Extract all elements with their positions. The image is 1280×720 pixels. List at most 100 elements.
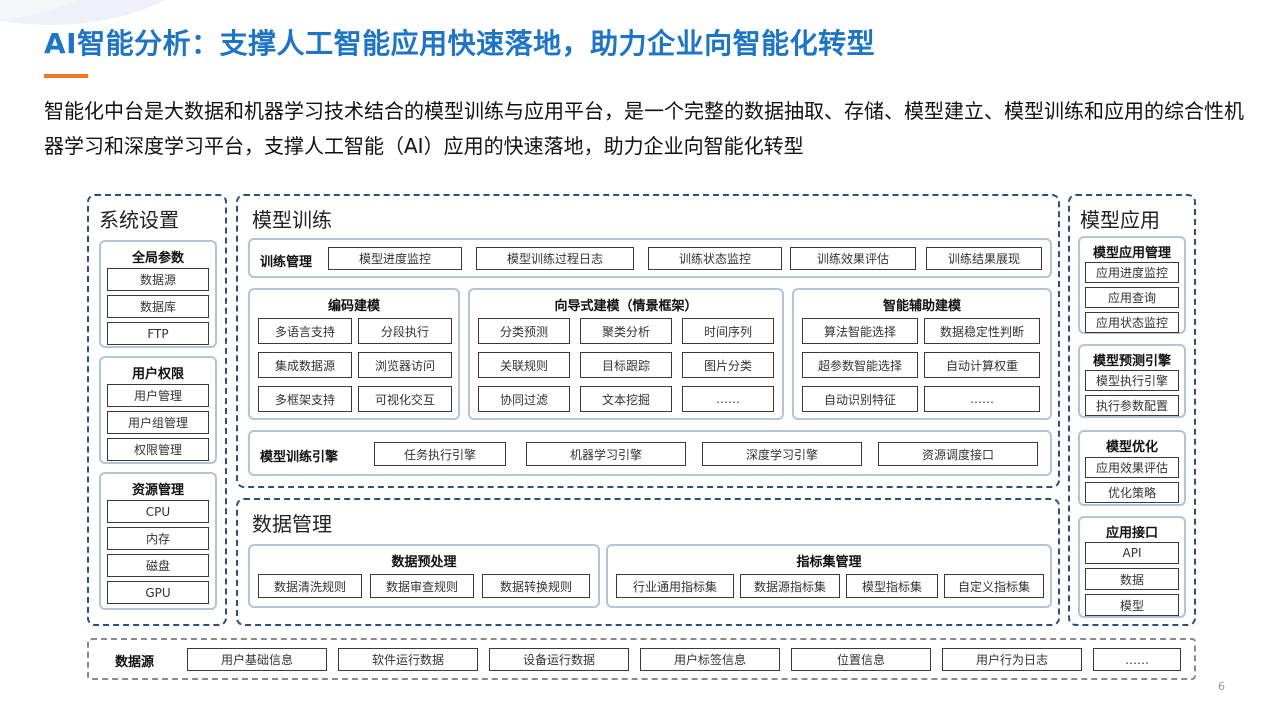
model-application-title: 模型应用 xyxy=(1080,208,1160,232)
app-mgmt-title: 模型应用管理 xyxy=(1092,246,1171,261)
resource-mgmt-item: 磁盘 xyxy=(107,554,209,577)
app-interface-item: API xyxy=(1085,542,1179,564)
coding-modeling-item: 浏览器访问 xyxy=(358,352,452,378)
app-interface-group: 应用接口 API 数据 模型 xyxy=(1078,516,1186,618)
resource-mgmt-item: 内存 xyxy=(107,527,209,550)
app-interface-item: 数据 xyxy=(1085,568,1179,590)
prediction-engine-item: 执行参数配置 xyxy=(1085,395,1179,416)
data-source-item: 用户标签信息 xyxy=(640,648,780,671)
smart-modeling-item: 算法智能选择 xyxy=(802,318,918,344)
guided-modeling-item: 聚类分析 xyxy=(580,318,672,344)
resource-mgmt-group: 资源管理 CPU 内存 磁盘 GPU xyxy=(99,472,217,610)
smart-modeling-item: 自动识别特征 xyxy=(802,386,918,412)
guided-modeling-title: 向导式建模（情景框架） xyxy=(554,299,698,314)
system-settings-panel: 系统设置 全局参数 数据源 数据库 FTP 用户权限 用户管理 用户组管理 权限… xyxy=(87,194,227,626)
resource-mgmt-item: CPU xyxy=(107,500,209,523)
user-permissions-item: 权限管理 xyxy=(107,438,209,461)
slide-title: AI智能分析：支撑人工智能应用快速落地，助力企业向智能化转型 xyxy=(44,27,876,60)
smart-modeling-item: 数据稳定性判断 xyxy=(924,318,1040,344)
guided-modeling-item: 图片分类 xyxy=(682,352,774,378)
training-engine-item: 深度学习引擎 xyxy=(702,442,862,466)
training-engine-label: 模型训练引擎 xyxy=(260,450,339,465)
preprocessing-title: 数据预处理 xyxy=(391,555,457,570)
coding-modeling-item: 集成数据源 xyxy=(258,352,352,378)
data-source-item: 软件运行数据 xyxy=(338,648,478,671)
user-permissions-item: 用户组管理 xyxy=(107,411,209,434)
app-interface-title: 应用接口 xyxy=(1105,526,1158,541)
model-application-panel: 模型应用 模型应用管理 应用进度监控 应用查询 应用状态监控 模型预测引擎 模型… xyxy=(1068,194,1196,626)
optimization-title: 模型优化 xyxy=(1105,440,1158,455)
training-mgmt-item: 训练结果展现 xyxy=(926,247,1042,270)
indicator-sets-group: 指标集管理 行业通用指标集 数据源指标集 模型指标集 自定义指标集 xyxy=(606,544,1052,608)
training-mgmt-item: 训练状态监控 xyxy=(648,247,782,270)
prediction-engine-item: 模型执行引擎 xyxy=(1085,370,1179,391)
training-engine-item: 机器学习引擎 xyxy=(526,442,686,466)
data-source-item: 用户基础信息 xyxy=(187,648,327,671)
training-engine-item: 资源调度接口 xyxy=(878,442,1038,466)
data-source-item: 位置信息 xyxy=(791,648,931,671)
user-permissions-title: 用户权限 xyxy=(131,367,184,382)
model-training-title: 模型训练 xyxy=(252,208,332,232)
smart-modeling-item: …… xyxy=(924,386,1040,412)
indicator-sets-item: 模型指标集 xyxy=(846,574,938,598)
guided-modeling-item: 文本挖掘 xyxy=(580,386,672,412)
app-mgmt-item: 应用状态监控 xyxy=(1085,312,1179,333)
preprocessing-group: 数据预处理 数据清洗规则 数据审查规则 数据转换规则 xyxy=(248,544,600,608)
user-permissions-item: 用户管理 xyxy=(107,384,209,407)
data-management-panel: 数据管理 数据预处理 数据清洗规则 数据审查规则 数据转换规则 指标集管理 行业… xyxy=(236,498,1060,626)
guided-modeling-item: 时间序列 xyxy=(682,318,774,344)
data-source-label: 数据源 xyxy=(115,655,155,670)
indicator-sets-item: 行业通用指标集 xyxy=(616,574,734,598)
preprocessing-item: 数据清洗规则 xyxy=(258,574,362,598)
training-engine-item: 任务执行引擎 xyxy=(374,442,506,466)
data-source-panel: 数据源 用户基础信息 软件运行数据 设备运行数据 用户标签信息 位置信息 用户行… xyxy=(87,638,1196,680)
optimization-item: 应用效果评估 xyxy=(1085,457,1179,478)
title-accent-bar xyxy=(44,74,88,78)
optimization-group: 模型优化 应用效果评估 优化策略 xyxy=(1078,430,1186,506)
data-source-item: …… xyxy=(1093,648,1181,671)
smart-modeling-title: 智能辅助建模 xyxy=(882,299,961,314)
app-mgmt-group: 模型应用管理 应用进度监控 应用查询 应用状态监控 xyxy=(1078,236,1186,334)
global-params-item: 数据源 xyxy=(107,268,209,291)
global-params-title: 全局参数 xyxy=(131,251,184,266)
global-params-item: FTP xyxy=(107,322,209,345)
smart-modeling-group: 智能辅助建模 算法智能选择 数据稳定性判断 超参数智能选择 自动计算权重 自动识… xyxy=(792,288,1052,420)
smart-modeling-item: 超参数智能选择 xyxy=(802,352,918,378)
coding-modeling-group: 编码建模 多语言支持 分段执行 集成数据源 浏览器访问 多框架支持 可视化交互 xyxy=(248,288,460,420)
guided-modeling-item: …… xyxy=(682,386,774,412)
app-mgmt-item: 应用进度监控 xyxy=(1085,262,1179,283)
global-params-group: 全局参数 数据源 数据库 FTP xyxy=(99,240,217,348)
coding-modeling-item: 分段执行 xyxy=(358,318,452,344)
system-settings-title: 系统设置 xyxy=(99,208,179,232)
indicator-sets-item: 数据源指标集 xyxy=(740,574,840,598)
data-management-title: 数据管理 xyxy=(252,512,332,536)
optimization-item: 优化策略 xyxy=(1085,482,1179,503)
coding-modeling-item: 可视化交互 xyxy=(358,386,452,412)
prediction-engine-title: 模型预测引擎 xyxy=(1092,354,1171,369)
training-mgmt-item: 训练效果评估 xyxy=(790,247,916,270)
indicator-sets-item: 自定义指标集 xyxy=(944,574,1044,598)
app-mgmt-item: 应用查询 xyxy=(1085,287,1179,308)
guided-modeling-item: 关联规则 xyxy=(478,352,570,378)
preprocessing-item: 数据转换规则 xyxy=(482,574,590,598)
resource-mgmt-title: 资源管理 xyxy=(131,483,184,498)
training-engine-group: 模型训练引擎 任务执行引擎 机器学习引擎 深度学习引擎 资源调度接口 xyxy=(248,430,1052,476)
app-interface-item: 模型 xyxy=(1085,594,1179,616)
guided-modeling-item: 分类预测 xyxy=(478,318,570,344)
coding-modeling-item: 多语言支持 xyxy=(258,318,352,344)
user-permissions-group: 用户权限 用户管理 用户组管理 权限管理 xyxy=(99,356,217,464)
guided-modeling-item: 协同过滤 xyxy=(478,386,570,412)
training-mgmt-item: 模型进度监控 xyxy=(328,247,462,270)
resource-mgmt-item: GPU xyxy=(107,581,209,604)
model-training-panel: 模型训练 训练管理 模型进度监控 模型训练过程日志 训练状态监控 训练效果评估 … xyxy=(236,194,1060,488)
indicator-sets-title: 指标集管理 xyxy=(796,555,862,570)
coding-modeling-title: 编码建模 xyxy=(327,299,380,314)
training-mgmt-item: 模型训练过程日志 xyxy=(476,247,634,270)
training-mgmt-group: 训练管理 模型进度监控 模型训练过程日志 训练状态监控 训练效果评估 训练结果展… xyxy=(248,238,1052,278)
preprocessing-item: 数据审查规则 xyxy=(370,574,474,598)
global-params-item: 数据库 xyxy=(107,295,209,318)
data-source-item: 用户行为日志 xyxy=(942,648,1082,671)
guided-modeling-item: 目标跟踪 xyxy=(580,352,672,378)
coding-modeling-item: 多框架支持 xyxy=(258,386,352,412)
prediction-engine-group: 模型预测引擎 模型执行引擎 执行参数配置 xyxy=(1078,344,1186,418)
